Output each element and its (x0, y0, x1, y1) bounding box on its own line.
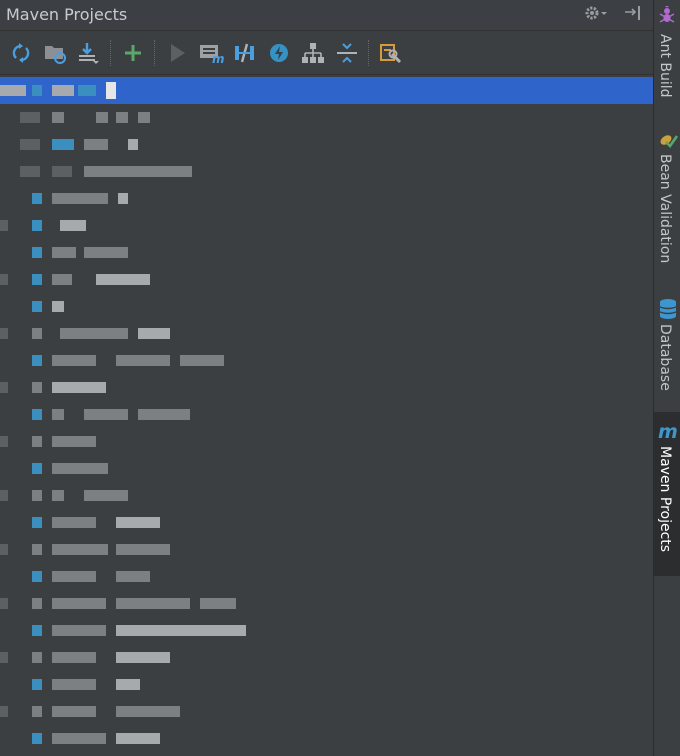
add-maven-project-icon[interactable] (116, 38, 150, 68)
table-row[interactable] (0, 509, 653, 536)
table-row[interactable] (0, 644, 653, 671)
generate-sources-icon[interactable] (38, 38, 72, 68)
execute-goal-icon[interactable]: m (194, 38, 228, 68)
panel-title: Maven Projects (6, 5, 128, 24)
table-row[interactable] (0, 428, 653, 455)
download-sources-icon[interactable] (72, 38, 106, 68)
svg-text:m: m (212, 52, 224, 64)
hide-panel-icon[interactable] (623, 4, 643, 22)
bean-validation-icon (660, 135, 678, 149)
maven-icon: m (658, 422, 678, 442)
tool-window-sidebar: Ant Build Bean Validation Database m Mav… (653, 0, 680, 756)
gear-dropdown-icon[interactable] (583, 4, 609, 22)
table-row[interactable] (0, 320, 653, 347)
table-row[interactable] (0, 725, 653, 752)
tab-bean-validation[interactable]: Bean Validation (654, 128, 680, 288)
table-row[interactable] (0, 617, 653, 644)
run-icon[interactable] (160, 38, 194, 68)
svg-text:m: m (658, 422, 678, 442)
maven-projects-panel: Maven Projects (0, 0, 653, 756)
tab-label: Bean Validation (657, 154, 673, 264)
table-row[interactable] (0, 536, 653, 563)
database-icon (659, 299, 677, 319)
table-row[interactable] (0, 158, 653, 185)
show-dependencies-icon[interactable] (296, 38, 330, 68)
table-row[interactable] (0, 266, 653, 293)
maven-settings-icon[interactable] (374, 38, 408, 68)
table-row[interactable] (0, 347, 653, 374)
maven-projects-tree[interactable] (0, 77, 653, 756)
table-row[interactable] (0, 482, 653, 509)
table-row[interactable] (0, 563, 653, 590)
tab-ant-build[interactable]: Ant Build (654, 6, 680, 116)
reimport-icon[interactable] (4, 38, 38, 68)
table-row[interactable] (0, 671, 653, 698)
table-row[interactable] (0, 104, 653, 131)
toggle-offline-icon[interactable] (228, 38, 262, 68)
tab-label: Ant Build (657, 34, 673, 98)
table-row[interactable] (0, 239, 653, 266)
panel-header: Maven Projects (0, 0, 653, 31)
collapse-all-icon[interactable] (330, 38, 364, 68)
skip-tests-icon[interactable] (262, 38, 296, 68)
maven-toolbar: m (0, 31, 653, 75)
table-row[interactable] (0, 212, 653, 239)
table-row[interactable] (0, 455, 653, 482)
tab-label: Database (657, 324, 673, 391)
table-row[interactable] (0, 698, 653, 725)
table-row[interactable] (0, 293, 653, 320)
table-row[interactable] (0, 374, 653, 401)
table-row[interactable] (0, 590, 653, 617)
tab-database[interactable]: Database (654, 296, 680, 406)
table-row[interactable] (0, 77, 653, 104)
tab-label: Maven Projects (657, 446, 673, 553)
table-row[interactable] (0, 401, 653, 428)
tab-maven-projects[interactable]: m Maven Projects (654, 412, 680, 576)
ant-icon (659, 6, 675, 23)
table-row[interactable] (0, 131, 653, 158)
table-row[interactable] (0, 185, 653, 212)
